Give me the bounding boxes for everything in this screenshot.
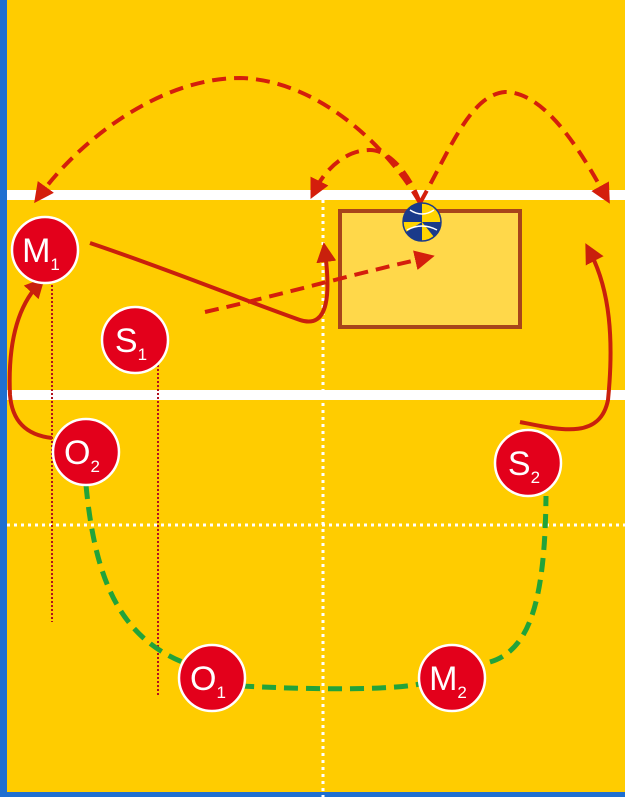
player-m2: M2 [419, 645, 485, 711]
player-sub: 1 [216, 683, 225, 702]
player-sub: 1 [50, 255, 59, 274]
player-sub: 2 [531, 468, 540, 487]
attack-line [7, 390, 625, 400]
player-o2: O2 [53, 419, 119, 485]
player-letter: O [64, 434, 90, 472]
player-sub: 2 [457, 683, 466, 702]
volleyball-icon [403, 203, 441, 241]
player-letter: S [508, 445, 531, 483]
player-letter: O [190, 660, 216, 698]
player-s2: S2 [495, 430, 561, 496]
net-line [7, 190, 625, 200]
court-border-bottom [0, 792, 625, 797]
player-o1: O1 [179, 645, 245, 711]
player-letter: M [22, 232, 50, 270]
player-s1: S1 [102, 307, 168, 373]
player-letter: S [115, 322, 138, 360]
court-border-left [0, 0, 7, 797]
player-sub: 2 [90, 457, 99, 476]
player-sub: 1 [138, 345, 147, 364]
player-letter: M [429, 660, 457, 698]
player-m1: M1 [12, 217, 78, 283]
